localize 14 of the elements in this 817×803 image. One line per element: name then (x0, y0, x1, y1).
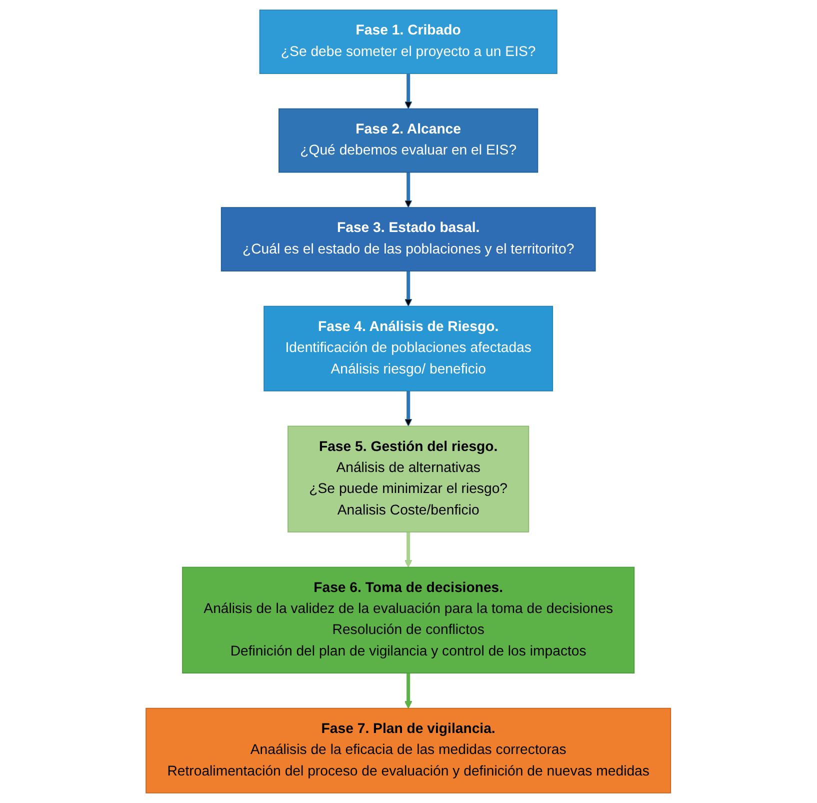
node-box (278, 108, 538, 173)
flowchart: Fase 1. Cribado ¿Se debe someter el proyecto a un EIS? Fase 2. Alcance ¿Qué debemos evaluar en el EIS? Fase 3. Estado basal. ¿Cuál es el estado de las poblaciones y el territorito? Fase 4. Análisis de Riesgo. Identificación de poblaciones afectadas Análisis riesgo/ beneficio Fase 5. Gestión del riesgo. Análisis de alternativas ¿Se puede minimizar el riesgo? Analisis Coste/benficio Fase 6. Toma de decisiones. Análisis de la validez de la evaluación para la toma de decisiones Resolución de conflictos Definición del plan de vigilancia y control de los impactos Fase 7. Plan de vigilancia. Anaálisis de la eficacia de las medidas correctoras Retroalimentación del proceso de evaluación y definición de nuevas medidas (139, 3, 678, 800)
arrow (404, 532, 412, 568)
arrow (404, 271, 412, 307)
arrow (404, 74, 412, 110)
arrow (404, 172, 412, 208)
node-box (264, 306, 554, 392)
node-box (259, 10, 558, 74)
arrow (404, 390, 412, 427)
node-box (288, 426, 530, 532)
node-box (146, 708, 672, 794)
arrow (404, 673, 412, 709)
node-box (182, 566, 635, 674)
node-box (221, 207, 596, 272)
